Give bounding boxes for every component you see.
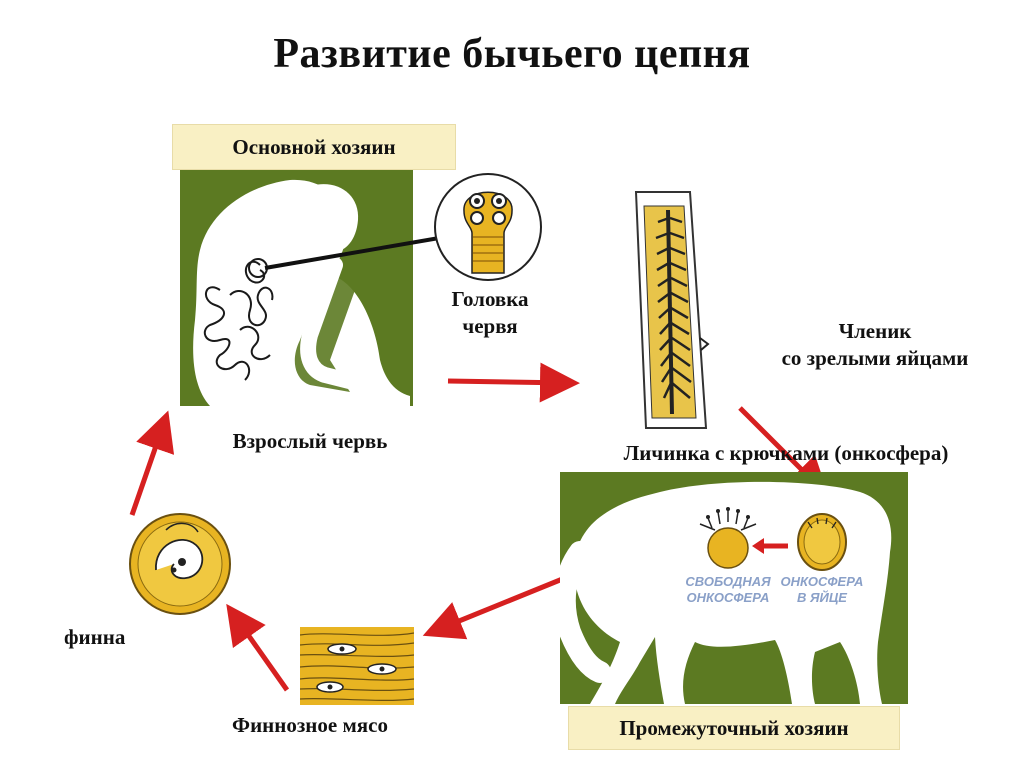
cow-host-panel: СВОБОДНАЯ ОНКОСФЕРА ОНКОСФЕРА В ЯЙЦЕ bbox=[560, 472, 908, 704]
segment-label-line1: Членик bbox=[838, 319, 912, 343]
arrow-to-segment bbox=[447, 362, 580, 403]
segment-illustration bbox=[622, 188, 718, 434]
page-title: Развитие бычьего цепня bbox=[273, 31, 751, 77]
cow-silhouette-icon: СВОБОДНАЯ ОНКОСФЕРА ОНКОСФЕРА В ЯЙЦЕ bbox=[560, 481, 892, 704]
free-oncosphere-text-line2: ОНКОСФЕРА bbox=[687, 590, 770, 605]
egg-oncosphere-text-line2: В ЯЙЦЕ bbox=[797, 589, 847, 605]
adult-worm-label: Взрослый червь bbox=[232, 429, 388, 453]
head-label-line2: червя bbox=[462, 314, 518, 339]
egg-oncosphere-icon bbox=[797, 513, 847, 571]
segment-icon bbox=[634, 191, 710, 429]
free-oncosphere-icon bbox=[699, 507, 757, 569]
worm-head-illustration bbox=[432, 171, 544, 283]
finna-cyst-icon bbox=[129, 513, 231, 615]
finna-label: финна bbox=[64, 625, 126, 649]
oncosphere-label: Личинка с крючками (онкосфера) bbox=[623, 441, 949, 465]
head-label: Головка червя bbox=[420, 286, 560, 341]
free-oncosphere-text-line1: СВОБОДНАЯ bbox=[685, 574, 771, 589]
segment-label-line2: со зрелыми яйцами bbox=[781, 346, 969, 371]
arrow-to-human bbox=[129, 410, 175, 516]
worm-head-icon bbox=[434, 173, 542, 281]
finnous-meat-label: Финнозное мясо bbox=[232, 713, 388, 737]
human-silhouette-icon bbox=[193, 179, 410, 406]
intermediate-host-label: Промежуточный хозяин bbox=[568, 706, 900, 750]
head-pointer-line bbox=[264, 235, 446, 270]
definitive-host-label: Основной хозяин bbox=[172, 124, 456, 170]
egg-oncosphere-text-line1: ОНКОСФЕРА bbox=[781, 574, 864, 589]
finnous-meat-illustration bbox=[300, 627, 414, 705]
meat-fibers-icon bbox=[300, 627, 414, 705]
segment-label: Членик со зрелыми яйцами bbox=[740, 318, 1010, 373]
human-host-panel bbox=[180, 170, 413, 406]
head-label-line1: Головка bbox=[451, 287, 529, 311]
finna-illustration bbox=[126, 510, 234, 618]
arrow-to-finna bbox=[226, 603, 290, 692]
